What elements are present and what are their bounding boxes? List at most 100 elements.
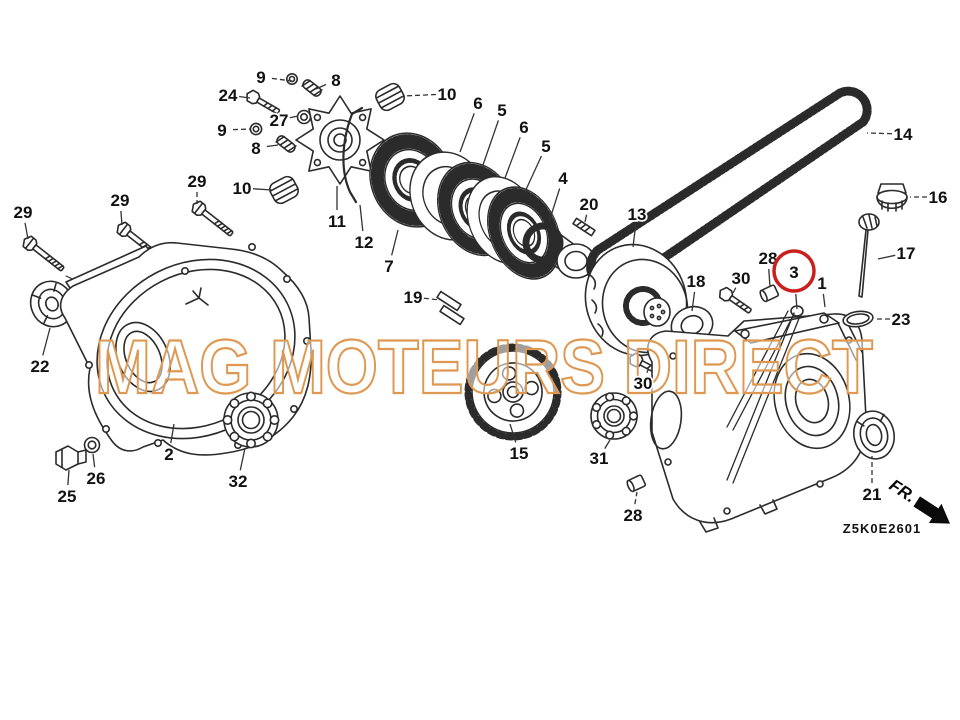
callout-32: 32 [227,447,249,493]
leader-line-30 [646,369,649,373]
part-number-29: 29 [188,172,207,191]
callout-22: 22 [29,327,51,378]
callout-25: 25 [56,469,78,508]
part-17-dipstick [858,213,880,298]
part-number-21: 21 [863,485,882,504]
callout-26: 26 [85,453,107,490]
part-number-19: 19 [404,288,423,307]
part-number-23: 23 [892,310,911,329]
leader-line-9 [271,77,293,82]
leader-line-5 [482,120,500,166]
callout-13: 13 [626,203,648,248]
callout-10: 10 [402,83,458,106]
part-number-6: 6 [473,94,482,113]
part-number-30: 30 [634,374,653,393]
leader-line-10 [252,188,273,191]
leader-line-30 [732,287,737,294]
leader-line-6 [504,137,521,179]
leader-line-28 [634,491,638,505]
part-number-29: 29 [111,191,130,210]
watermark: MAG MOTEURS DIRECT [95,325,873,410]
leader-line-6 [459,113,475,153]
part-number-3: 3 [789,263,798,282]
callout-15: 15 [508,423,530,465]
part-number-5: 5 [497,101,506,120]
callout-7: 7 [383,229,399,278]
part-16-oil-filler-cap [876,183,908,212]
part-31-ball-bearing [590,392,639,440]
callout-3: 3 [772,249,816,310]
callout-12: 12 [353,204,375,254]
callout-5: 5 [482,99,508,166]
leader-line-15 [509,423,517,443]
callout-8: 8 [250,137,279,160]
callout-19: 19 [402,286,441,309]
leader-line-4 [548,188,561,223]
callout-29: 29 [186,170,208,204]
leader-line-24 [238,95,251,99]
highlight-circle [772,249,816,293]
callout-9: 9 [216,119,252,142]
part-number-20: 20 [580,195,599,214]
fr-arrow-icon [913,496,951,524]
callout-4: 4 [548,167,570,223]
part-number-9: 9 [256,68,265,87]
part-number-22: 22 [31,357,50,376]
callout-1: 1 [816,272,828,308]
leader-line-3 [795,293,798,310]
part-32-ball-bearing [222,391,280,449]
part-26-sealing-washer [83,436,101,454]
leader-line-12 [359,204,364,232]
callout-30: 30 [632,369,654,395]
callout-9: 9 [255,66,293,89]
leader-line-29 [24,222,29,240]
part-number-8: 8 [251,139,260,158]
leader-line-5 [523,155,543,195]
callout-17: 17 [877,242,917,265]
part-number-12: 12 [355,233,374,252]
part-number-7: 7 [384,257,393,276]
leader-line-8 [315,83,327,90]
callout-2: 2 [163,423,175,466]
part-number-25: 25 [58,487,77,506]
part-number-32: 32 [229,472,248,491]
part-number-5: 5 [541,137,550,156]
leader-line-18 [691,291,696,312]
part-number-8: 8 [331,71,340,90]
leader-line-26 [92,453,96,468]
part-number-6: 6 [519,118,528,137]
part-number-11: 11 [328,212,346,231]
leader-line-9 [232,128,252,131]
callout-6: 6 [459,92,484,153]
callout-8: 8 [315,69,342,92]
leader-line-8 [266,144,279,148]
leader-line-17 [877,254,896,260]
leader-line-20 [584,214,588,223]
part-23-o-ring [842,310,874,328]
part-15-final-sprocket [464,343,562,441]
callout-6: 6 [504,116,530,179]
callout-21: 21 [861,456,883,506]
callout-29: 29 [109,189,131,226]
part-number-26: 26 [87,469,106,488]
part-number-2: 2 [164,445,173,464]
callout-31: 31 [588,439,611,470]
part-number-15: 15 [510,444,529,463]
part-number-1: 1 [817,274,826,293]
leader-line-28 [768,268,771,288]
leader-line-7 [391,229,399,256]
part-number-27: 27 [270,111,289,130]
part-number-17: 17 [897,244,916,263]
leader-line-2 [170,423,175,444]
part-number-9: 9 [217,121,226,140]
leader-line-19 [423,297,441,301]
part-number-13: 13 [628,205,647,224]
part-number-24: 24 [219,86,238,105]
leader-line-31 [604,439,611,449]
leader-line-25 [67,469,70,486]
part-number-10: 10 [233,179,252,198]
part-number-14: 14 [894,125,913,144]
